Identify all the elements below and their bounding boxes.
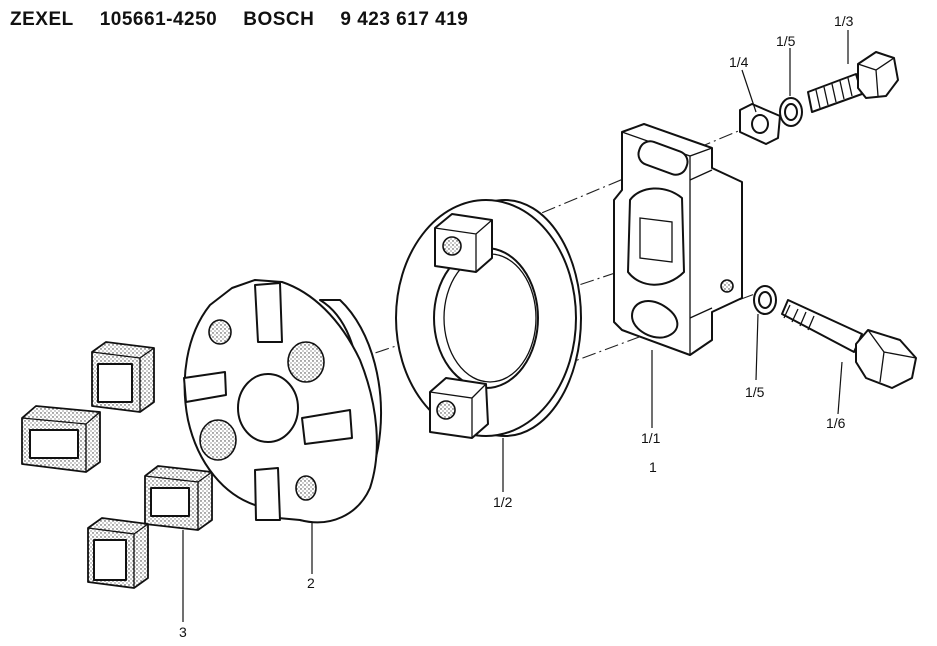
- hex-lug: [434, 213, 493, 273]
- upper-bolt: [807, 51, 899, 113]
- hub-bracket: [613, 123, 743, 356]
- label-1-4: 1/4: [729, 54, 749, 70]
- label-2: 2: [307, 575, 315, 591]
- maker-bosch: BOSCH: [243, 9, 315, 30]
- leader-lines: [182, 30, 849, 622]
- hex-lug: [429, 377, 489, 439]
- spider-disc: [183, 279, 382, 524]
- flange-ring: [395, 199, 582, 439]
- square-washer: [739, 103, 781, 145]
- spring-washer-bottom: [753, 285, 777, 315]
- label-1-3: 1/3: [834, 13, 854, 29]
- label-3: 3: [179, 624, 187, 640]
- label-1: 1: [649, 459, 657, 475]
- rubber-block: [87, 517, 149, 589]
- part-number-zexel: 105661-4250: [99, 9, 218, 30]
- part-number-bosch: 9 423 617 419: [340, 9, 469, 30]
- lower-bolt: [781, 299, 917, 389]
- spring-washer-top: [779, 97, 803, 127]
- rubber-block: [144, 465, 213, 531]
- label-1-2: 1/2: [493, 494, 513, 510]
- maker-zexel: ZEXEL: [10, 9, 74, 30]
- label-1-5-top: 1/5: [776, 33, 796, 49]
- diagram-header: ZEXEL 105661-4250 BOSCH 9 423 617 419: [10, 6, 468, 34]
- rubber-block-group: [21, 341, 213, 589]
- rubber-block: [21, 405, 101, 473]
- rubber-block: [91, 341, 155, 413]
- label-1-1: 1/1: [641, 430, 661, 446]
- label-1-5-bottom: 1/5: [745, 384, 765, 400]
- label-1-6: 1/6: [826, 415, 846, 431]
